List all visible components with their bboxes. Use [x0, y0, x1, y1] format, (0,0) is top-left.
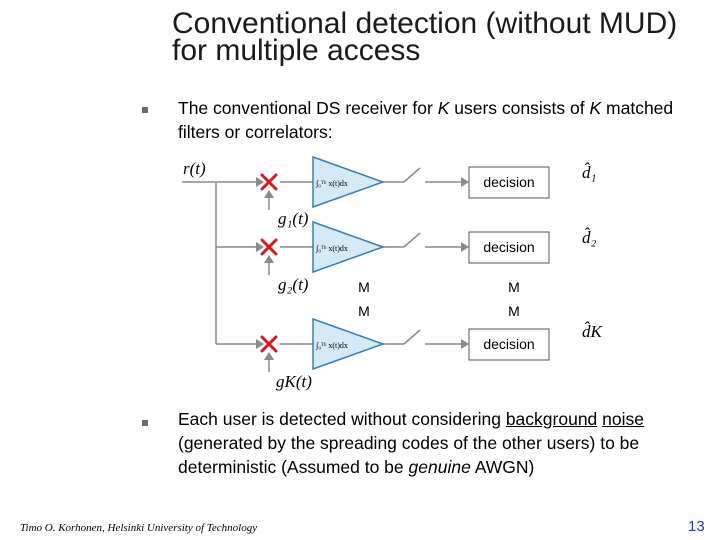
decision-block [468, 328, 550, 361]
integrator-label: ∫₀ᵀᵇ x(t)dx [315, 244, 348, 253]
arrow-head [461, 177, 469, 187]
input-signal-label: r(t) [183, 159, 206, 178]
arrow-head [264, 190, 274, 198]
bullet-receiver-description: The conventional DS receiver for K users… [178, 98, 674, 142]
arrow-head [256, 242, 264, 252]
bullet-detection-note: Each user is detected without considerin… [178, 409, 645, 477]
link-noise: noise [602, 409, 645, 429]
page-number: 13 [688, 518, 705, 535]
ellipsis-marker: M [358, 303, 370, 319]
bullet-marker [142, 420, 148, 426]
detected-bit-label: d̂K [582, 322, 604, 341]
ellipsis-marker: M [508, 279, 520, 295]
decision-label: decision [483, 336, 534, 352]
arrow-head [461, 242, 469, 252]
spreading-code-label: g₂(t) [278, 275, 309, 294]
detected-bit-label: d̂₂ [582, 228, 597, 247]
slide-title: Conventional detection (without MUD) for… [172, 7, 678, 67]
decision-block [468, 166, 550, 199]
integrator-block [312, 220, 386, 274]
multiplier-icon [260, 335, 278, 353]
arrow-head [256, 177, 264, 187]
decision-block [468, 231, 550, 264]
multiplier-icon [260, 173, 278, 191]
integrator-block [312, 155, 386, 209]
integrator-label: ∫₀ᵀᵇ x(t)dx [315, 341, 348, 350]
link-background: background [505, 409, 598, 429]
ellipsis-marker: M [358, 279, 370, 295]
footer-credit: Timo O. Korhonen, Helsinki University of… [20, 522, 258, 534]
integrator-block [312, 317, 386, 371]
decision-label: decision [483, 174, 534, 190]
ellipsis-marker: M [508, 303, 520, 319]
spreading-code-label: g₁(t) [278, 209, 309, 228]
bullet-marker [142, 107, 148, 113]
integrator-label: ∫₀ᵀᵇ x(t)dx [315, 179, 348, 188]
spreading-code-label: gK(t) [276, 372, 312, 391]
detected-bit-label: d̂₁ [582, 163, 596, 182]
multiplier-icon [260, 238, 278, 256]
decision-label: decision [483, 239, 534, 255]
arrow-head [461, 339, 469, 349]
arrow-head [256, 339, 264, 349]
arrow-head [264, 255, 274, 263]
arrow-head [264, 352, 274, 360]
